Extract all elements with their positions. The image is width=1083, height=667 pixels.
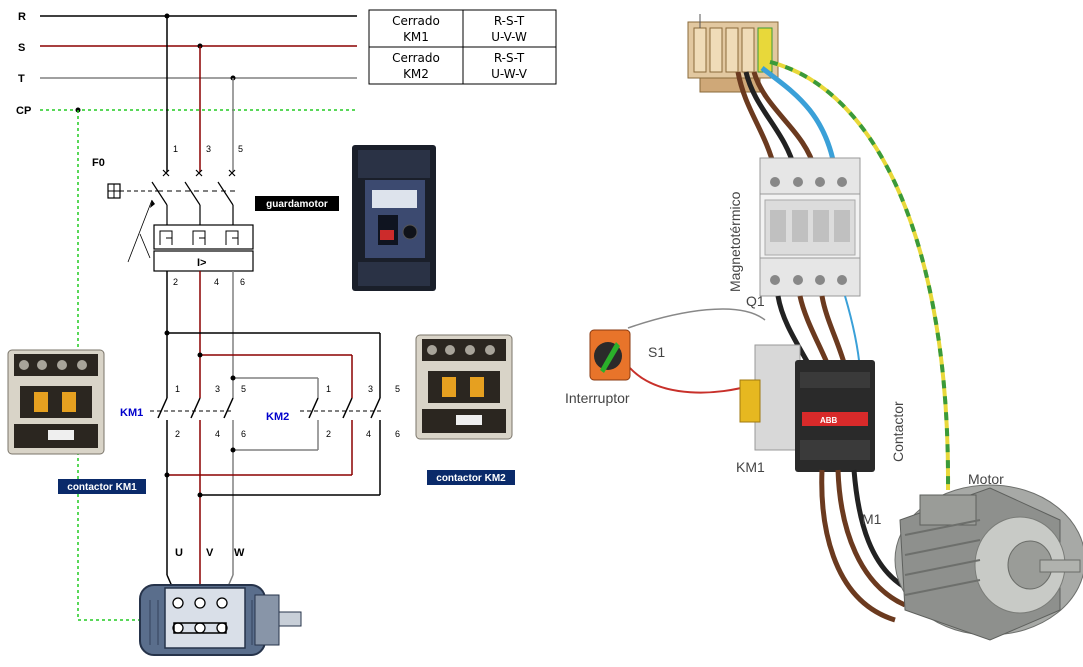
row1-supply: R-S-T [494, 14, 525, 28]
row2-supply: R-S-T [494, 51, 525, 65]
km1-contacts [150, 385, 234, 540]
row1-motor: U-V-W [491, 30, 527, 44]
interruptor-label: Interruptor [565, 390, 630, 406]
row1-state-line2: KM1 [403, 30, 429, 44]
f0-term-3: 3 [206, 144, 211, 154]
km1-term-4: 4 [215, 429, 220, 439]
contactor-km1-badge [58, 479, 146, 494]
f0-breaker: I> [107, 169, 254, 272]
breaker-q1 [759, 157, 861, 297]
magnetotermico-label: Magnetotérmico [727, 191, 743, 292]
motor-term-w: W [234, 547, 245, 559]
km1-term-5: 5 [241, 384, 246, 394]
km2-term-3: 3 [368, 384, 373, 394]
row2-state-line2: KM2 [403, 67, 429, 81]
row2-state-line1: Cerrado [392, 51, 440, 65]
motor-illustration [894, 484, 1083, 641]
phase-table: Cerrado KM1 R-S-T U-V-W Cerrado KM2 R-S-… [368, 9, 557, 85]
contactor-km1-photo [7, 349, 105, 455]
label-s: S [18, 42, 25, 54]
km2-term-4: 4 [366, 429, 371, 439]
label-cp: CP [16, 105, 31, 117]
km2-schematic-label: KM2 [266, 411, 289, 423]
contactor-km2-photo [415, 334, 513, 440]
contactor-km2-label: contactor KM2 [436, 473, 506, 484]
km1-term-3: 3 [215, 384, 220, 394]
motor-term-v: V [206, 547, 214, 559]
row1-state-line1: Cerrado [392, 14, 440, 28]
km2-term-5: 5 [395, 384, 400, 394]
guardamotor-label: guardamotor [266, 199, 328, 210]
s1-label: S1 [648, 344, 665, 360]
label-r: R [18, 11, 26, 23]
km2-contacts [167, 385, 382, 496]
motor-label: Motor [968, 471, 1004, 487]
guardamotor-badge [255, 196, 339, 211]
km2-term-6: 6 [395, 429, 400, 439]
motor-term-u: U [175, 547, 183, 559]
km1-term-2: 2 [175, 429, 180, 439]
km2-term-1: 1 [326, 384, 331, 394]
contactor-km1-label: contactor KM1 [67, 482, 137, 493]
km1-schematic-label: KM1 [120, 407, 143, 419]
label-t: T [18, 73, 25, 85]
contactor-km1-illustration: ABB [739, 344, 875, 472]
f0-term-1: 1 [173, 144, 178, 154]
km1-term-6: 6 [241, 429, 246, 439]
m1-label: M1 [862, 511, 882, 527]
f0-trip-label: I> [197, 257, 206, 269]
f0-label: F0 [92, 157, 105, 169]
f0-term-2: 2 [173, 277, 178, 287]
wiring-illustration: Magnetotérmico Q1 S1 Interruptor ABB Con… [565, 14, 1083, 641]
abb-logo: ABB [820, 416, 838, 425]
contactor-label: Contactor [890, 401, 906, 462]
f0-term-4: 4 [214, 277, 219, 287]
contactor-km2-badge [427, 470, 515, 485]
switch-s1 [589, 329, 631, 381]
power-schematic: R S T CP 1 3 5 F0 [7, 9, 557, 656]
km2-term-2: 2 [326, 429, 331, 439]
row2-motor: U-W-V [491, 67, 528, 81]
guardamotor-photo [352, 145, 436, 291]
f0-term-6: 6 [240, 277, 245, 287]
km1-term-1: 1 [175, 384, 180, 394]
motor-schematic [139, 584, 302, 656]
km1-illustration-label: KM1 [736, 459, 765, 475]
f0-term-5: 5 [238, 144, 243, 154]
terminal-block [687, 14, 779, 93]
q1-label: Q1 [746, 293, 765, 309]
